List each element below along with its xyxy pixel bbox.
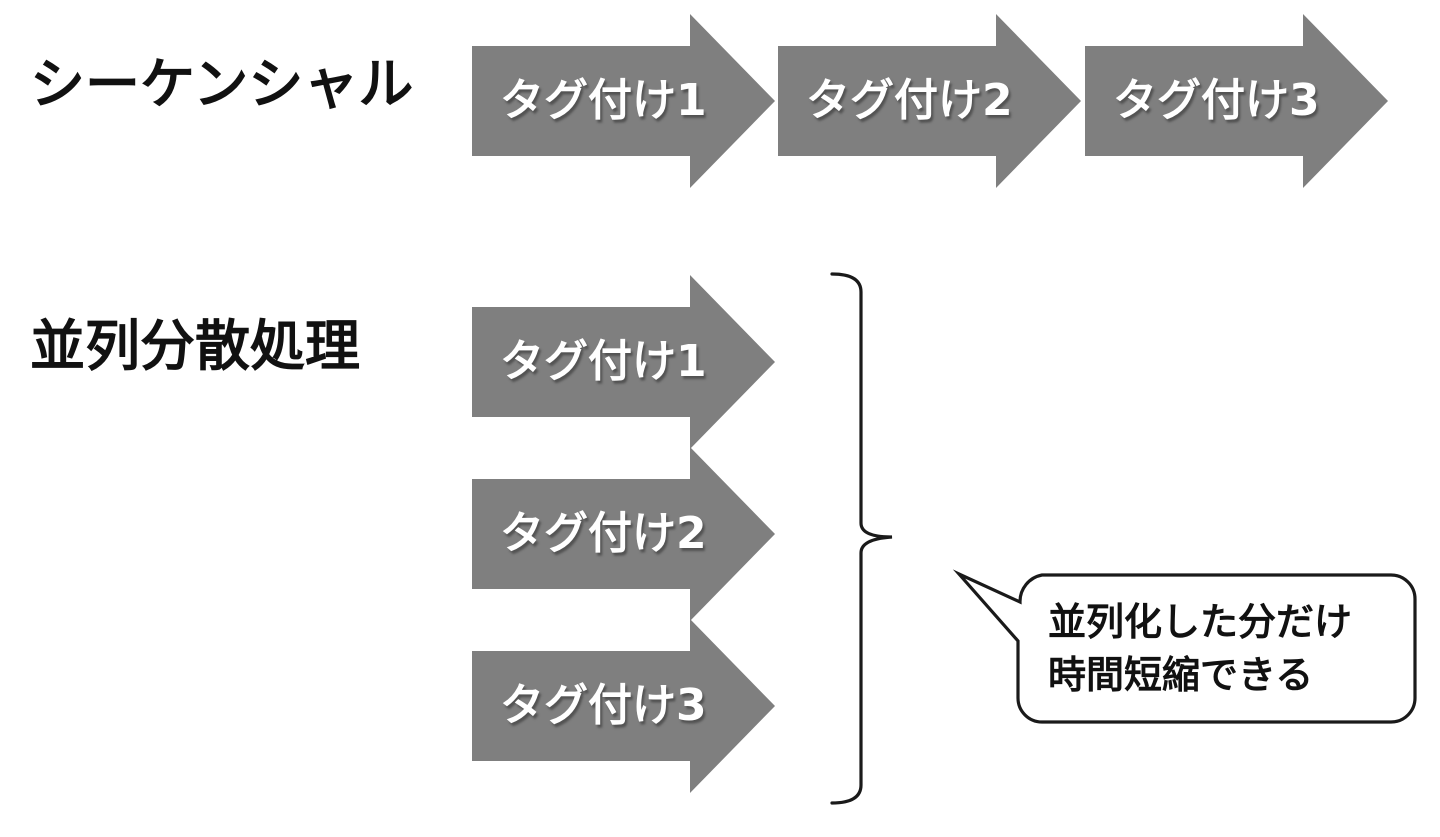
callout-bubble-icon [952,569,1417,724]
callout-line-1: 並列化した分だけ [1048,600,1353,645]
callout-line-2: 時間短縮できる [1048,652,1314,697]
arrow-label: タグ付け3 [500,680,707,731]
parallel-row-label: 並列分散処理 [30,314,361,378]
arrow-label: タグ付け3 [1113,75,1320,126]
sequential-row-label: シーケンシャル [30,52,414,116]
arrow-label: タグ付け1 [500,75,707,126]
grouping-brace-icon [830,272,893,805]
sequential-arrow-3: タグ付け3 [1085,14,1388,188]
callout-text: 並列化した分だけ 時間短縮できる [1018,575,1415,722]
arrow-label: タグ付け2 [500,508,707,559]
parallel-arrow-1: タグ付け1 [472,275,775,449]
arrow-label: タグ付け1 [500,336,707,387]
parallel-arrow-2: タグ付け2 [472,447,775,621]
parallel-arrow-3: タグ付け3 [472,619,775,793]
sequential-arrow-1: タグ付け1 [472,14,775,188]
sequential-arrow-2: タグ付け2 [778,14,1081,188]
arrow-label: タグ付け2 [806,75,1013,126]
